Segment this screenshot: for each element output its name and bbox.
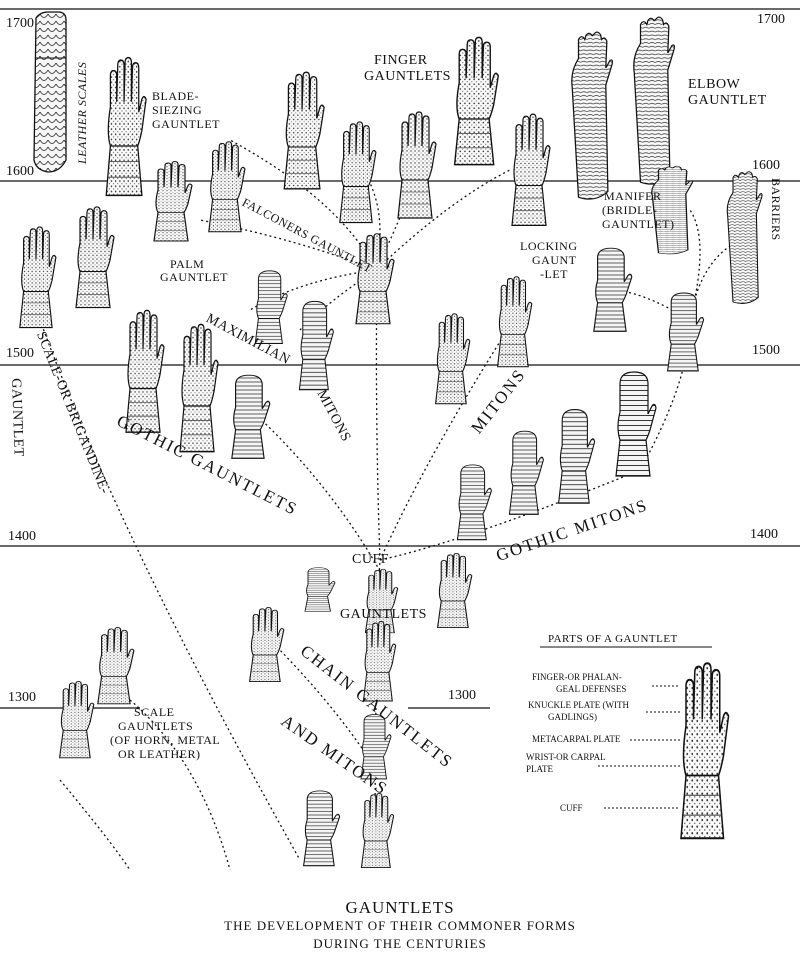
caption-title: GAUNTLETS	[345, 898, 455, 917]
year-1700-right: 1700	[757, 12, 785, 27]
parts-knuckle-2: GADLINGS)	[548, 712, 597, 722]
label-scale-4: OR LEATHER)	[118, 747, 201, 761]
blade-seizing-gauntlet	[105, 56, 147, 197]
leather-scale-gauntlet	[33, 11, 67, 173]
label-manifer-2: (BRIDLE-	[602, 203, 658, 217]
scale-gauntlet-1	[97, 626, 135, 705]
miton-1500-2	[497, 276, 533, 368]
caption-line3: DURING THE CENTURIES	[313, 936, 487, 951]
maximilian-miton-1	[254, 270, 288, 345]
falconers-gauntlet	[208, 141, 246, 233]
parts-title: PARTS OF A GAUNTLET	[548, 633, 678, 645]
year-1600-left: 1600	[6, 164, 34, 179]
maximilian-miton-2	[298, 300, 334, 391]
gothic-gauntlet-1	[125, 309, 165, 433]
cuff-gauntlet-3	[437, 552, 473, 629]
parts-metacarpal: METACARPAL PLATE	[532, 734, 621, 744]
caption-line2: THE DEVELOPMENT OF THEIR COMMONER FORMS	[224, 918, 576, 933]
label-gauntlet-vertical: GAUNTLET	[8, 377, 26, 458]
year-1300-left: 1300	[8, 690, 36, 705]
label-scale-3: (OF HORN, METAL	[110, 733, 221, 747]
year-1300-right: 1300	[448, 688, 476, 703]
year-1600-right: 1600	[752, 158, 780, 173]
label-locking-2: GAUNT	[532, 253, 577, 267]
parts-cuff: CUFF	[560, 803, 583, 813]
chain-gauntlet-1	[249, 606, 285, 683]
label-blade-seizing-1: BLADE-	[152, 89, 199, 103]
label-manifer-1: MANIFER	[604, 189, 662, 203]
central-gauntlet	[355, 233, 395, 325]
label-elbow-1: ELBOW	[688, 77, 741, 92]
parts-gauntlet-figure	[540, 646, 730, 840]
year-1500-left: 1500	[6, 346, 34, 361]
finger-gauntlet-3	[339, 121, 377, 224]
barrier-gauntlet	[726, 171, 763, 305]
gothic-gauntlet-3	[231, 374, 271, 459]
label-leather-scales: LEATHER SCALES	[75, 61, 89, 164]
label-palm-2: GAUNTLET	[160, 270, 228, 284]
label-palm-1: PALM	[170, 257, 205, 271]
label-manifer-3: GAUNTLET)	[602, 217, 675, 231]
label-gauntlets-cuff: GAUNTLETS	[340, 607, 427, 622]
label-blade-seizing-2: SIEZING	[152, 103, 203, 117]
miton-1500-1	[435, 313, 471, 405]
label-scale-1: SCALE	[134, 705, 175, 719]
finger-gauntlet-4	[397, 111, 437, 219]
year-1500-right: 1500	[752, 343, 780, 358]
finger-gauntlet-2	[453, 36, 500, 166]
label-barriers: BARRIERS	[769, 178, 783, 241]
parts-finger-1: FINGER-OR PHALAN-	[532, 672, 622, 682]
chain-miton-3	[360, 792, 395, 869]
label-cuff: CUFF	[352, 552, 390, 567]
brigandine-gauntlet-2	[75, 206, 115, 309]
gothic-miton-4	[615, 371, 657, 477]
parts-wrist-1: WRIST-OR CARPAL	[526, 752, 606, 762]
scale-gauntlet-2	[59, 680, 95, 759]
gothic-miton-3	[558, 409, 596, 504]
label-blade-seizing-3: GAUNTLET	[152, 117, 220, 131]
locking-gauntlet	[593, 247, 633, 332]
label-locking-1: LOCKING	[520, 239, 578, 253]
finger-gauntlet-5	[511, 113, 551, 227]
palm-gauntlet	[153, 160, 193, 242]
label-finger-2: GAUNTLETS	[364, 69, 451, 84]
parts-finger-2: GEAL DEFENSES	[556, 684, 627, 694]
year-1400-right: 1400	[750, 527, 778, 542]
chain-miton-2	[303, 790, 341, 867]
elbow-gauntlet-2	[633, 16, 675, 185]
gothic-miton-2	[508, 430, 544, 515]
cuff-gauntlet-1	[304, 567, 336, 612]
label-scale-2: GAUNTLETS	[118, 719, 194, 733]
brigandine-gauntlet-1	[19, 226, 57, 329]
label-elbow-2: GAUNTLET	[688, 93, 767, 108]
parts-knuckle-1: KNUCKLE PLATE (WITH	[528, 700, 629, 710]
elbow-gauntlet-1	[571, 31, 613, 200]
transitional-gauntlet	[667, 292, 705, 372]
year-1400-left: 1400	[8, 529, 36, 544]
label-locking-3: -LET	[540, 267, 568, 281]
label-finger-1: FINGER	[374, 53, 428, 68]
parts-wrist-2: PLATE	[526, 764, 553, 774]
year-1700-left: 1700	[6, 16, 34, 31]
gothic-gauntlet-2	[179, 323, 219, 453]
finger-gauntlet-1	[283, 71, 325, 190]
